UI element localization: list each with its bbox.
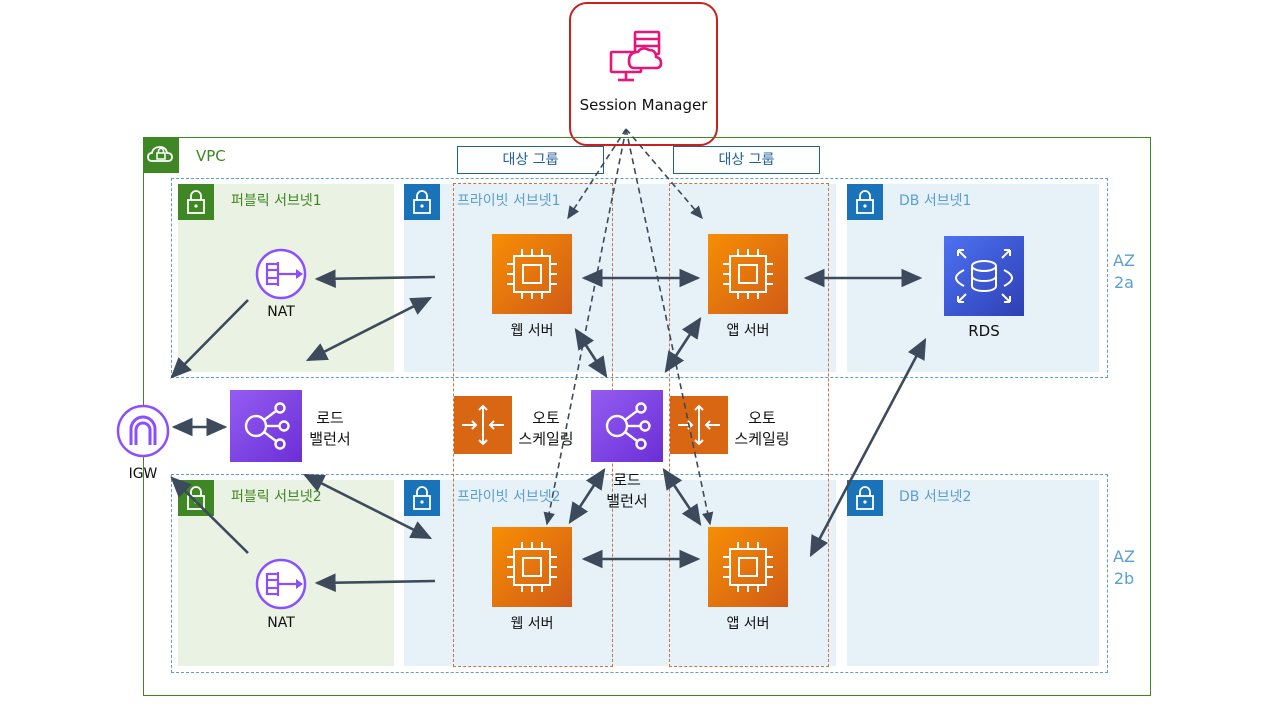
auto-scaling-app-label: 오토 스케일링 [730,408,794,450]
app-server-1-label: 앱 서버 [726,323,770,339]
arrow-nat2-to-igw [170,476,249,554]
ssm-to-app1 [625,128,703,220]
public-subnet-1-label: 퍼블릭 서브넷1 [231,193,322,209]
web-server-1-label: 웹 서버 [510,323,554,339]
app-server-1-ec2-icon [708,234,788,314]
internal-load-balancer-label-line2: 밸런서 [606,492,648,510]
arrow-app1-ilb [664,317,702,373]
availability-zone-2b [171,474,1108,673]
az-2a-label-line1: AZ [1113,251,1135,270]
session-manager-icon [607,28,665,86]
ssm-to-web2 [543,128,627,526]
auto-scaling-app-label-line1: 오토 [748,409,776,427]
target-group-label-web: 대상 그룹 [457,146,604,174]
public-load-balancer-icon [230,390,302,462]
auto-scaling-web-icon [454,396,512,454]
az-2b-label-line2: 2b [1113,569,1135,588]
ssm-to-web1 [567,128,627,220]
vpc-label: VPC [196,147,226,165]
nat-gateway-2-label: NAT [267,615,295,631]
private-subnet-2-label: 프라이빗 서브넷2 [457,489,561,505]
availability-zone-2a [171,178,1108,378]
public-load-balancer-label-line2: 밸런서 [309,430,351,448]
db-subnet-1-label: DB 서브넷1 [899,193,972,209]
arrow-ilb-web2 [568,468,606,524]
session-manager-label: Session Manager [579,96,708,114]
arrow-app2-rds [809,337,927,558]
arrow-ilb-app2 [662,468,702,526]
internal-load-balancer-icon [591,390,663,462]
app-server-2-ec2-icon [708,527,788,607]
az-2b-label-line1: AZ [1113,547,1135,566]
internet-gateway-icon [115,403,171,459]
ssm-to-app2 [625,128,714,526]
web-server-2-label: 웹 서버 [510,616,554,632]
arrow-elb-to-private2 [302,473,433,540]
internet-gateway-label: IGW [128,466,158,482]
auto-scaling-app-label-line2: 스케일링 [734,430,790,448]
auto-scaling-app-icon [670,396,728,454]
session-manager-highlight [569,2,718,146]
arrow-private1-to-nat1 [314,269,436,289]
az-2a-label-line2: 2a [1114,273,1134,292]
rds-label: RDS [968,322,1000,340]
auto-scaling-web-label: 오토 스케일링 [514,408,578,450]
internal-load-balancer-label-line1: 로드 [613,471,641,489]
auto-scaling-web-label-line2: 스케일링 [518,430,574,448]
db-subnet-1-lock-icon [847,184,883,220]
auto-scaling-web-label-line1: 오토 [532,409,560,427]
arrow-private2-to-nat2 [314,573,436,593]
app-server-2-label: 앱 서버 [726,616,770,632]
arrow-web1-ilb [574,328,608,378]
nat-gateway-2-icon [254,557,308,611]
target-group-label-app: 대상 그룹 [673,146,820,174]
arrow-private1-to-public1 [305,296,433,362]
vpc-cloud-icon [143,137,179,173]
az-2b-label: AZ 2b [1106,546,1142,590]
public-load-balancer-label: 로드 밸런서 [300,408,360,450]
public-subnet-1-lock-icon [178,184,214,220]
nat-gateway-1-icon [254,247,308,301]
internal-load-balancer-label: 로드 밸런서 [597,470,657,512]
web-server-2-ec2-icon [492,527,572,607]
rds-database-icon [944,236,1024,316]
public-subnet-2-label: 퍼블릭 서브넷2 [231,489,322,505]
public-load-balancer-label-line1: 로드 [316,409,344,427]
nat-gateway-1-label: NAT [267,304,295,320]
private-subnet-1-label: 프라이빗 서브넷1 [457,193,561,209]
web-server-1-ec2-icon [492,234,572,314]
arrow-nat1-to-igw [170,299,249,379]
private-subnet-1-lock-icon [404,184,440,220]
az-2a-label: AZ 2a [1106,250,1142,294]
